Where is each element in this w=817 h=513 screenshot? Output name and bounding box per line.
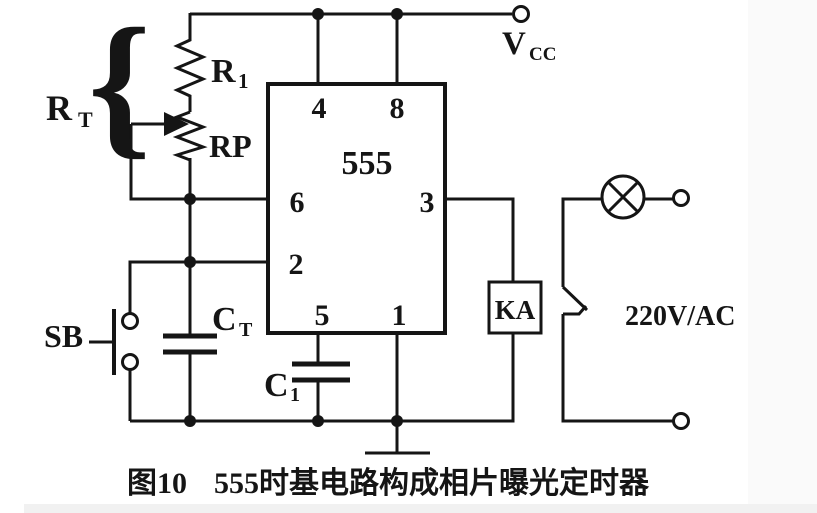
label-vcc-main: V	[502, 26, 526, 62]
pin-label-1: 1	[392, 299, 407, 332]
label-rt-main: R	[46, 88, 73, 128]
sb-contact-bottom	[121, 353, 139, 371]
brace-icon: {	[88, 0, 151, 173]
relay-contact-icon	[561, 285, 589, 316]
label-ct: C T	[212, 301, 253, 341]
resistor-r1	[173, 13, 207, 112]
label-ct-main: C	[212, 301, 237, 338]
pin-label-5: 5	[315, 299, 330, 332]
label-rp: RP	[209, 128, 252, 164]
figure-caption: 图10 555时基电路构成相片曝光定时器	[127, 466, 650, 500]
caption-title: 555时基电路构成相片曝光定时器	[214, 466, 650, 500]
label-rt-sub: T	[78, 107, 93, 132]
capacitor-c1-symbol	[292, 361, 350, 421]
wiper-arrow-icon	[164, 112, 189, 136]
ic-555-label: 555	[342, 145, 393, 182]
label-c1-sub: 1	[290, 384, 300, 406]
resistor-r1-symbol	[173, 13, 207, 112]
label-c1-main: C	[264, 367, 289, 404]
sb-contact-top	[121, 312, 139, 330]
wire-pin2-to-sb	[128, 260, 190, 313]
pin-label-8: 8	[390, 92, 405, 125]
caption-number: 图10	[127, 467, 187, 500]
junction-dot	[184, 415, 196, 427]
scan-edge-bottom	[24, 504, 817, 513]
scan-edge-right	[748, 0, 817, 513]
label-vcc-sub: CC	[529, 44, 556, 65]
pushbutton-sb-icon	[89, 309, 139, 375]
label-sb: SB	[44, 318, 83, 354]
label-mains-voltage: 220V/AC	[625, 301, 735, 332]
potentiometer-rp-symbol	[172, 110, 208, 163]
ground-icon	[365, 421, 430, 455]
label-ct-sub: T	[239, 319, 253, 341]
contact-hook	[563, 305, 588, 316]
label-r1-sub: 1	[238, 69, 249, 93]
label-c1: C 1	[264, 367, 300, 406]
wire-pin3-to-ka	[445, 197, 515, 282]
wire-lamp-left	[561, 197, 602, 287]
label-r1-main: R	[211, 53, 236, 90]
wire-contact-to-terminal	[561, 314, 674, 423]
terminal-mains-top	[672, 189, 690, 207]
label-rt: R T	[46, 88, 93, 132]
potentiometer-rp	[129, 110, 208, 201]
terminal-vcc	[512, 5, 530, 23]
relay-coil-ka-label: KA	[495, 295, 536, 325]
terminal-mains-bottom	[672, 412, 690, 430]
pin-label-2: 2	[289, 248, 304, 281]
lamp-cross	[606, 180, 640, 214]
pin-label-3: 3	[420, 186, 435, 219]
capacitor-ct-symbol	[163, 333, 217, 421]
wire-wiper-loop	[129, 124, 190, 201]
relay-coil-ka-body	[487, 280, 543, 335]
label-vcc: V CC	[502, 26, 556, 65]
label-r1: R 1	[211, 53, 249, 93]
ic-555-body	[266, 82, 447, 335]
lamp-circle	[600, 174, 646, 220]
lamp-icon	[600, 174, 646, 220]
pin-label-4: 4	[312, 92, 327, 125]
contact-blade	[561, 285, 589, 312]
pin-label-6: 6	[290, 186, 305, 219]
wire-ground-rail	[130, 333, 515, 423]
